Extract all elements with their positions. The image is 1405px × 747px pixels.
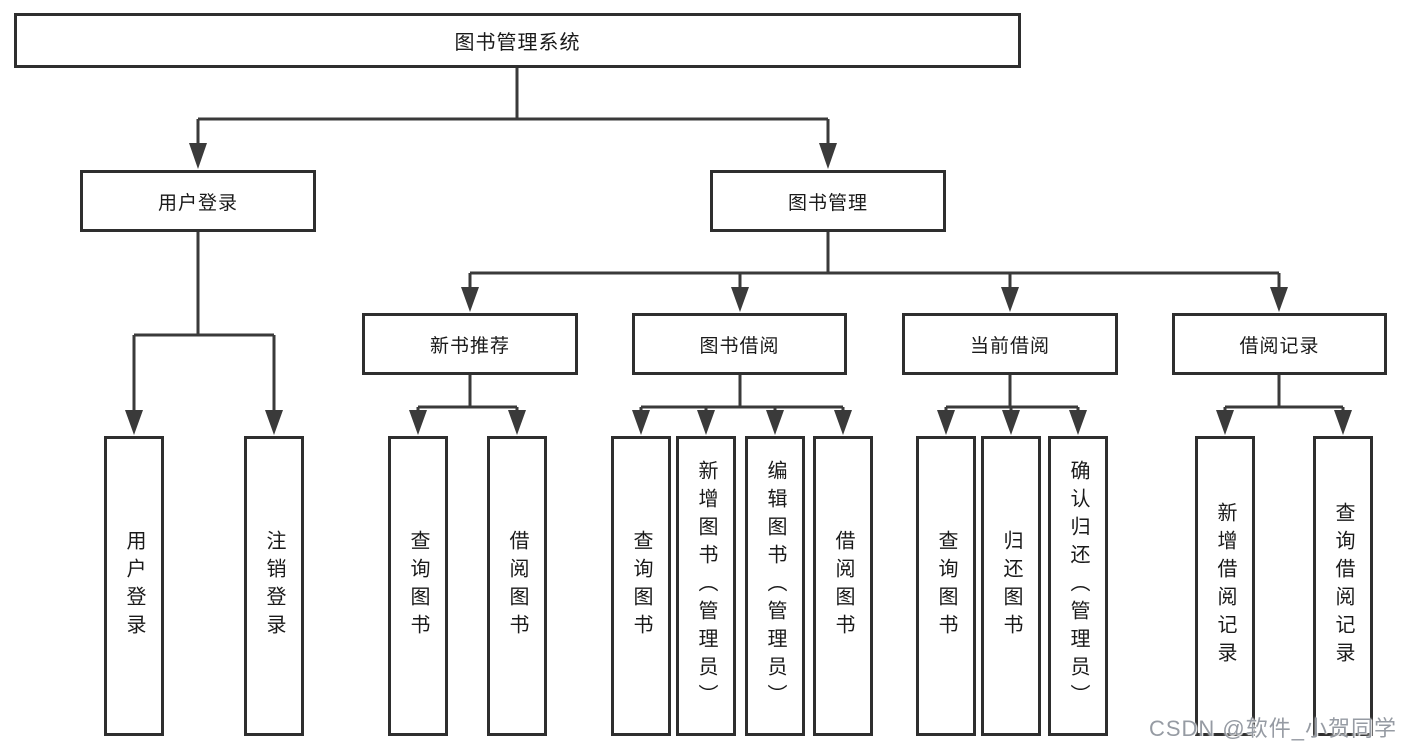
connector-root-to-level2 <box>196 68 830 148</box>
node-book-borrow: 图书借阅 <box>632 313 847 375</box>
arrowhead-icon <box>766 410 784 435</box>
leaf-edit-books-admin-label: 编辑图书（管理员） <box>764 460 786 712</box>
leaf-logout-label: 注销登录 <box>263 530 285 642</box>
arrowhead-icon <box>1216 410 1234 435</box>
arrowhead-icon <box>125 410 143 435</box>
node-new-book-recommend: 新书推荐 <box>362 313 578 375</box>
arrowhead-icon <box>731 287 749 312</box>
node-borrow-record-label: 借阅记录 <box>1239 335 1320 357</box>
leaf-borrow-query-books-label: 查询图书 <box>630 530 652 642</box>
arrowhead-icon <box>697 410 715 435</box>
arrowheads <box>125 143 1352 435</box>
leaf-query-borrow-record-label: 查询借阅记录 <box>1332 502 1354 670</box>
arrowhead-icon <box>189 143 207 169</box>
node-book-management: 图书管理 <box>710 170 946 232</box>
connector-book-mgmt-to-level3 <box>468 232 1281 291</box>
node-current-borrow: 当前借阅 <box>902 313 1118 375</box>
leaf-borrow-books: 借阅图书 <box>813 436 873 736</box>
arrowhead-icon <box>1334 410 1352 435</box>
arrowhead-icon <box>409 410 427 435</box>
connector-record-to-leaves <box>1223 375 1345 416</box>
node-new-book-recommend-label: 新书推荐 <box>429 335 510 357</box>
node-root-system: 图书管理系统 <box>14 13 1021 68</box>
leaf-user-login-label: 用户登录 <box>123 530 145 642</box>
arrowhead-icon <box>461 287 479 312</box>
node-root-label: 图书管理系统 <box>454 32 581 54</box>
leaf-confirm-return-admin: 确认归还（管理员） <box>1048 436 1108 736</box>
leaf-return-books: 归还图书 <box>981 436 1041 736</box>
arrowhead-icon <box>1270 287 1288 312</box>
leaf-return-books-label: 归还图书 <box>1000 530 1022 642</box>
leaf-add-books-admin-label: 新增图书（管理员） <box>695 460 717 712</box>
arrowhead-icon <box>632 410 650 435</box>
connector-user-login-to-leaves <box>132 232 276 414</box>
node-user-login-label: 用户登录 <box>157 192 238 214</box>
arrowhead-icon <box>508 410 526 435</box>
leaf-query-borrow-record: 查询借阅记录 <box>1313 436 1373 736</box>
connector-recommend-to-leaves <box>416 375 519 416</box>
leaf-borrow-books-label: 借阅图书 <box>832 530 854 642</box>
arrowhead-icon <box>1002 410 1020 435</box>
leaf-add-borrow-record: 新增借阅记录 <box>1195 436 1255 736</box>
leaf-borrow-query-books: 查询图书 <box>611 436 671 736</box>
arrowhead-icon <box>1069 410 1087 435</box>
node-current-borrow-label: 当前借阅 <box>969 335 1050 357</box>
csdn-watermark: CSDN @软件_小贺同学 <box>1148 716 1397 741</box>
leaf-current-query-books: 查询图书 <box>916 436 976 736</box>
arrowhead-icon <box>819 143 837 169</box>
leaf-current-query-books-label: 查询图书 <box>935 530 957 642</box>
leaf-user-login: 用户登录 <box>104 436 164 736</box>
leaf-recommend-query-books-label: 查询图书 <box>407 530 429 642</box>
leaf-confirm-return-admin-label: 确认归还（管理员） <box>1067 460 1089 712</box>
arrowhead-icon <box>1001 287 1019 312</box>
arrowhead-icon <box>937 410 955 435</box>
leaf-add-books-admin: 新增图书（管理员） <box>676 436 736 736</box>
leaf-recommend-borrow-books-label: 借阅图书 <box>506 530 528 642</box>
arrowhead-icon <box>265 410 283 435</box>
node-book-management-label: 图书管理 <box>787 192 868 214</box>
connector-borrow-to-leaves <box>639 375 845 416</box>
connector-current-to-leaves <box>944 375 1080 416</box>
leaf-recommend-borrow-books: 借阅图书 <box>487 436 547 736</box>
arrowhead-icon <box>834 410 852 435</box>
leaf-add-borrow-record-label: 新增借阅记录 <box>1214 502 1236 670</box>
leaf-logout: 注销登录 <box>244 436 304 736</box>
leaf-recommend-query-books: 查询图书 <box>388 436 448 736</box>
leaf-edit-books-admin: 编辑图书（管理员） <box>745 436 805 736</box>
node-user-login: 用户登录 <box>80 170 316 232</box>
node-book-borrow-label: 图书借阅 <box>699 335 780 357</box>
node-borrow-record: 借阅记录 <box>1172 313 1387 375</box>
